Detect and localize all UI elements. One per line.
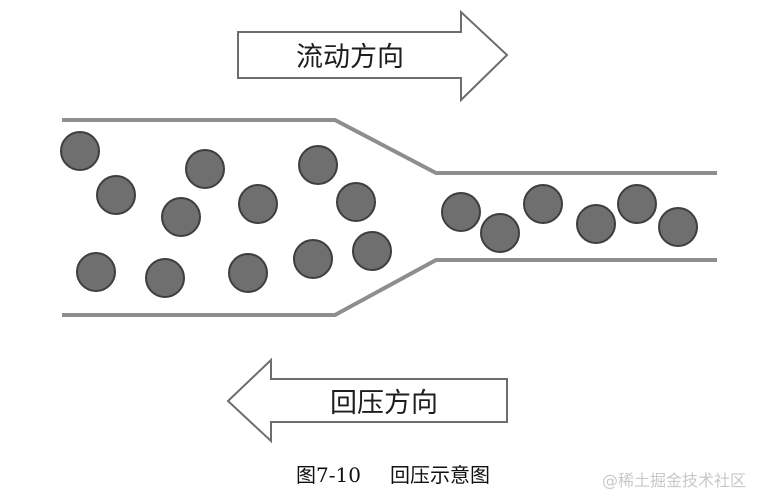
particle (161, 197, 201, 237)
particle (145, 258, 185, 298)
figure-caption: 图7-10 回压示意图 (296, 463, 490, 487)
flow-direction-label: 流动方向 (296, 42, 404, 73)
particle (298, 145, 338, 185)
watermark-text: @稀土掘金技术社区 (602, 471, 746, 490)
pipe-bottom-wall (62, 258, 717, 317)
particle (480, 213, 520, 253)
particle (576, 204, 616, 244)
particle (96, 175, 136, 215)
particle (60, 131, 100, 171)
particle (352, 231, 392, 271)
figure-number: 图7-10 (296, 463, 361, 487)
particle (658, 207, 698, 247)
particle (441, 192, 481, 232)
back-pressure-arrow-shape (226, 357, 508, 444)
particle (185, 149, 225, 189)
back-pressure-direction-label: 回压方向 (330, 388, 438, 419)
pipe-top-wall (62, 118, 717, 175)
particle (523, 184, 563, 224)
back-pressure-direction-arrow: 回压方向 (226, 357, 508, 444)
particle (238, 184, 278, 224)
particles-group (60, 131, 698, 298)
particle (617, 184, 657, 224)
pipe (62, 118, 717, 317)
particle (228, 253, 268, 293)
flow-arrow-shape (237, 9, 509, 103)
particle (76, 252, 116, 292)
flow-direction-arrow: 流动方向 (237, 9, 509, 103)
figure-title: 回压示意图 (390, 463, 490, 487)
particle (336, 182, 376, 222)
particle (293, 239, 333, 279)
